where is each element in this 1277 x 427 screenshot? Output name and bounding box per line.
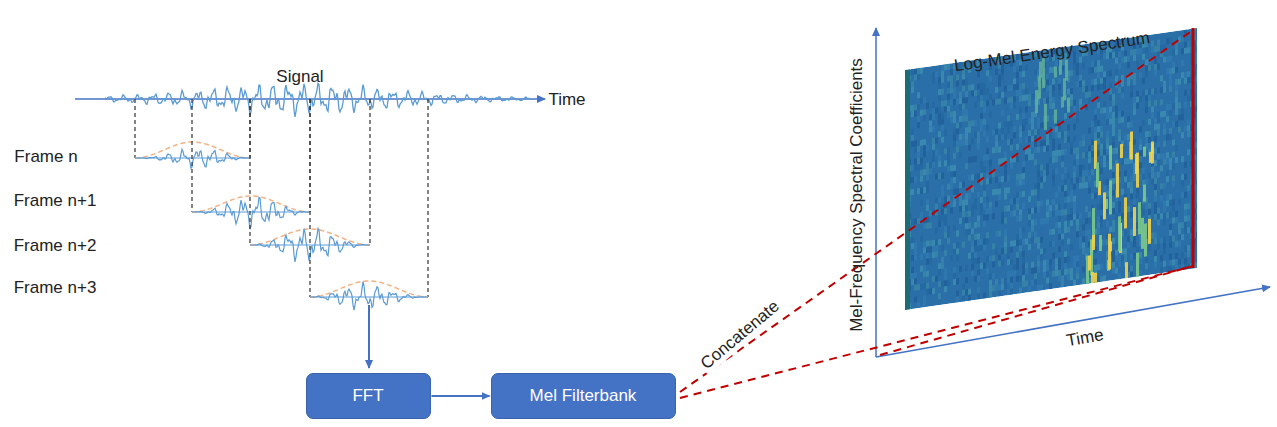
flow-arrow (432, 395, 490, 397)
frame-boundary (369, 99, 370, 245)
frame-to-fft-arrow (368, 305, 370, 368)
box-text: FFT (352, 386, 383, 406)
frame-boundary (249, 99, 250, 245)
concatenate-label: Concatenate (695, 295, 784, 375)
log-mel-spectrogram (898, 28, 1199, 326)
signal-path (105, 83, 530, 117)
axis-label: Time (548, 90, 585, 110)
frame-boundary (191, 99, 192, 212)
frame-boundary (309, 99, 310, 297)
frame-windows (135, 99, 428, 310)
signal-label: Signal (276, 67, 323, 87)
windowed-frame (192, 197, 310, 229)
frame-label: Frame n+3 (14, 278, 97, 298)
concatenate-lines (680, 30, 1193, 398)
frame-label: Frame n (14, 147, 77, 167)
frame-label: Frame n+2 (14, 236, 97, 256)
signal-waveform (105, 83, 530, 117)
box-text: Mel Filterbank (530, 386, 637, 406)
axis-label: Mel-Frequency Spectral Coefficients (847, 58, 867, 332)
frame-label: Frame n+1 (14, 191, 97, 211)
current-frame-line (1192, 28, 1195, 268)
frame-boundary (427, 99, 428, 297)
axis-label: Time (1065, 325, 1105, 351)
hann-window (192, 196, 310, 212)
coefficient-axis (875, 28, 877, 357)
process-box: Mel Filterbank (491, 373, 676, 419)
process-box: FFT (306, 373, 431, 419)
frame-boundary (134, 99, 135, 158)
hann-window (310, 281, 428, 297)
